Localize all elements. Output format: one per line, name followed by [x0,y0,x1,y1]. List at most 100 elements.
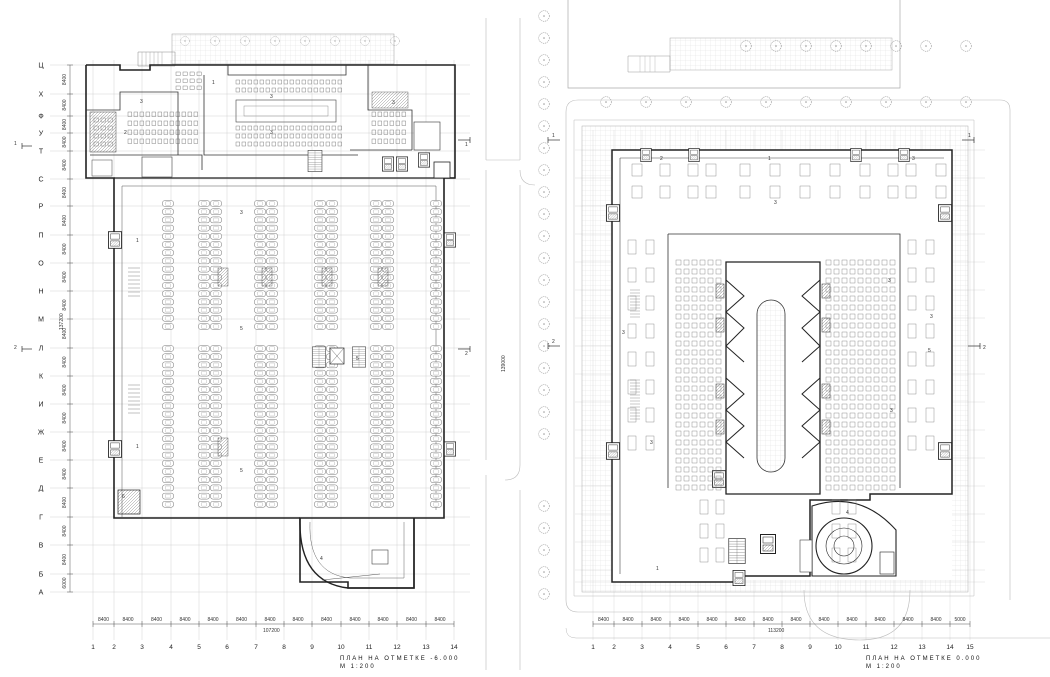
parking-space [326,378,338,385]
table [313,125,318,131]
table [181,111,186,117]
table [235,141,240,147]
column-dimension: 8400 [622,617,633,623]
stair-core [108,440,122,458]
tree [800,96,812,108]
svg-text:3: 3 [622,330,625,336]
parking-space [314,492,326,500]
table [865,340,872,347]
retail-stall [925,407,935,423]
table [825,340,832,347]
parking-space [266,290,278,297]
table [857,448,864,455]
parking-space [430,298,442,306]
parking-space [162,402,174,410]
table [189,85,195,90]
parking-space [266,410,278,418]
table [865,430,872,437]
column-dimension: 8400 [321,617,332,623]
parking-space [370,306,382,314]
column-label-6: 6 [225,644,229,651]
parking-space [370,427,382,434]
svg-text:3: 3 [240,210,243,216]
table [841,295,848,302]
table [265,141,270,147]
table [325,133,330,139]
svg-text:3: 3 [140,99,143,105]
parking-space [314,306,326,314]
table [873,412,880,419]
parking-space [254,353,266,360]
terrace [669,37,893,71]
table [873,448,880,455]
retail-stall [847,499,857,515]
table [849,268,856,275]
parking-space [382,241,394,248]
table [707,412,714,419]
table [825,322,832,329]
table [301,125,306,131]
row-label-Р: Р [39,204,44,211]
parking-space [254,361,266,369]
table [873,340,880,347]
parking-space [430,290,442,297]
table [289,125,294,131]
table [675,259,682,266]
table [707,376,714,383]
retail-stall [907,295,917,311]
retail-stall [905,185,917,199]
table [873,475,880,482]
table [683,349,690,356]
table [833,349,840,356]
table [833,394,840,401]
table [157,138,162,144]
table [881,268,888,275]
parking-space [314,410,326,418]
tree [538,318,550,330]
table [699,448,706,455]
table [182,71,188,76]
svg-text:5: 5 [240,326,243,332]
retail-stall [627,435,637,451]
side-dimension: 139000 [501,355,507,372]
table [189,78,195,83]
table [675,304,682,311]
table [337,133,342,139]
table [833,430,840,437]
svg-text:3: 3 [774,200,777,206]
column-dimension: 8400 [902,617,913,623]
table [841,412,848,419]
parking-space [370,468,382,475]
table [873,394,880,401]
tree [960,96,972,108]
table [175,111,180,117]
table [825,475,832,482]
parking-space [266,298,278,306]
table [313,87,318,93]
parking-space [254,476,266,483]
column-dimension: 8400 [734,617,745,623]
parking-space [430,369,442,377]
parking-space [266,443,278,451]
parking-space [210,353,222,360]
retail-stall [627,267,637,283]
parking-space [430,323,442,330]
row-label-Ж: Ж [38,430,45,437]
column-label-14: 14 [450,644,458,651]
parking-space [254,419,266,426]
svg-text:4: 4 [320,556,323,562]
parking-space [254,249,266,256]
table [331,125,336,131]
parking-space [382,216,394,224]
table [675,340,682,347]
retail-stall [925,323,935,339]
table [889,484,896,491]
table [133,129,138,135]
tree [538,164,550,176]
row-label-Е: Е [39,458,44,465]
table [873,439,880,446]
retail-stall [907,239,917,255]
table [383,111,388,117]
parking-space [326,233,338,240]
parking-space [266,224,278,232]
